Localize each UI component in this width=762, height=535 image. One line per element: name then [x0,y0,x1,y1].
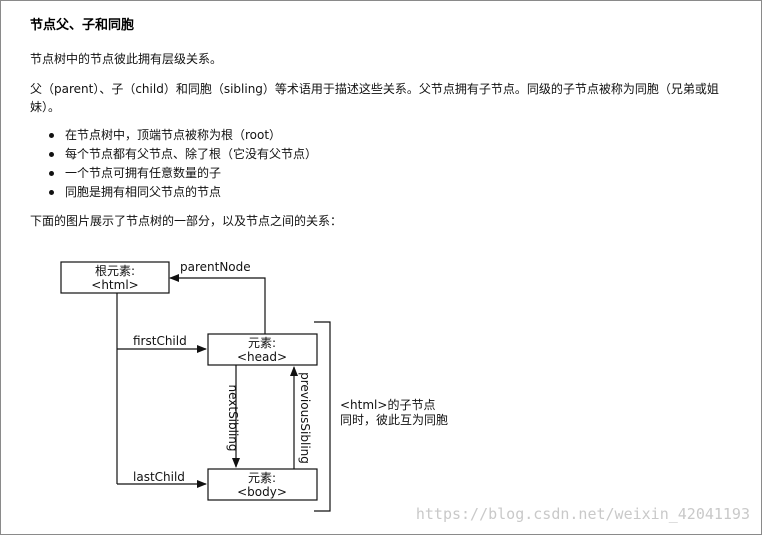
bullet-icon [49,171,54,176]
list-item-text: 每个节点都有父节点、除了根（它没有父节点） [65,147,318,161]
children-note-line2: 同时，彼此互为同胞 [340,413,448,427]
parent-node-label: parentNode [180,260,251,274]
body-node-tag: <body> [237,485,287,499]
root-node-box [60,261,170,294]
diagram-caption: 下面的图片展示了节点树的一部分，以及节点之间的关系： [30,214,343,228]
bullet-icon [49,190,54,195]
last-child-label: lastChild [133,470,185,484]
terms-paragraph: 父（parent）、子（child）和同胞（sibling）等术语用于描述这些关… [30,82,719,114]
parent-node-arrow [169,274,266,334]
first-child-label: firstChild [133,334,187,348]
children-note-line1: <html>的子节点 [340,397,435,412]
section-title: 节点父、子和同胞 [30,18,135,33]
list-item-text: 在节点树中，顶端节点被称为根（root） [65,128,282,142]
head-node-tag: <head> [237,350,287,364]
list-item-text: 一个节点可拥有任意数量的子 [65,166,222,180]
node-tree-diagram: 根元素: <html> 元素: <head> 元素: <body> parent… [60,260,448,512]
bullet-icon [49,133,54,138]
previous-sibling-label: previousSibling [298,372,312,464]
watermark-url: https://blog.csdn.net/weixin_42041193 [415,505,750,523]
body-node-box [207,468,318,501]
rules-list: 在节点树中，顶端节点被称为根（root） 每个节点都有父节点、除了根（它没有父节… [47,126,317,202]
bullet-icon [49,152,54,157]
list-item: 在节点树中，顶端节点被称为根（root） [47,126,317,145]
head-node-label: 元素: [248,336,276,350]
children-bracket [314,321,331,512]
next-sibling-label: nextSibling [226,384,240,451]
root-node-label: 根元素: [95,264,135,278]
root-node-tag: <html> [91,278,138,292]
list-item: 同胞是拥有相同父节点的节点 [47,183,317,202]
list-item: 每个节点都有父节点、除了根（它没有父节点） [47,145,317,164]
head-node-box [207,333,318,366]
intro-paragraph: 节点树中的节点彼此拥有层级关系。 [30,52,223,66]
body-node-label: 元素: [248,471,276,485]
list-item-text: 同胞是拥有相同父节点的节点 [65,185,222,199]
list-item: 一个节点可拥有任意数量的子 [47,164,317,183]
